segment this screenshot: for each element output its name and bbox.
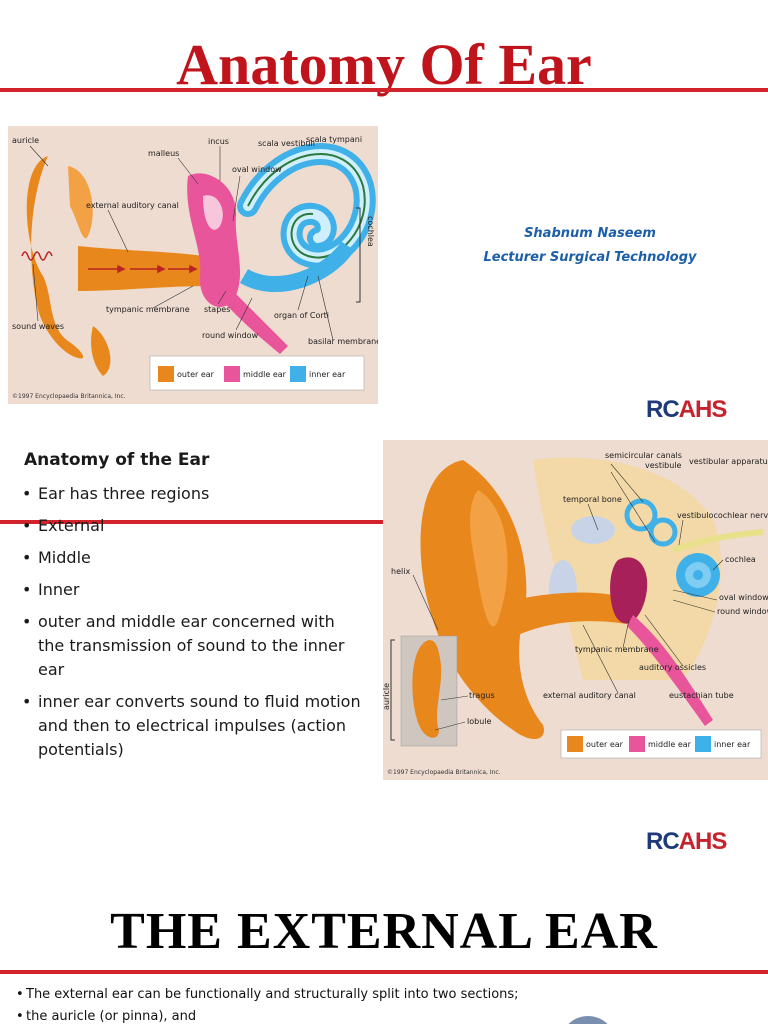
legend-swatch-outer <box>158 366 174 382</box>
slide-external-ear: THE EXTERNAL EAR The external ear can be… <box>0 860 768 1024</box>
legend-middle-ear: middle ear <box>243 370 287 379</box>
legend-swatch-inner <box>290 366 306 382</box>
ear-anatomy-illustration: semicircular canals vestibule vestibular… <box>383 451 768 776</box>
list-item: Inner <box>22 578 362 602</box>
figure-copyright: ©1997 Encyclopaedia Britannica, Inc. <box>12 393 126 400</box>
label-basilar-membrane: basilar membrane <box>308 337 378 346</box>
label-temporal-bone: temporal bone <box>563 495 622 504</box>
label-oval-window: oval window <box>719 593 768 602</box>
list-item: The external ear can be functionally and… <box>16 984 756 1006</box>
label-scala-vestibuli: scala vestibuli <box>258 139 315 148</box>
label-incus: incus <box>208 137 229 146</box>
label-eustachian-tube: eustachian tube <box>669 691 734 700</box>
legend-swatch-outer <box>567 736 583 752</box>
ear-cross-section-illustration: auricle malleus incus oval window scala … <box>12 135 378 400</box>
list-item: Middle <box>22 546 362 570</box>
label-oval-window: oval window <box>232 165 282 174</box>
legend-swatch-middle <box>224 366 240 382</box>
slide-title: Anatomy Of Ear <box>176 32 592 97</box>
slide-anatomy-of-ear: Anatomy Of Ear <box>0 0 768 420</box>
title-rule <box>0 970 768 974</box>
figure-copyright: ©1997 Encyclopaedia Britannica, Inc. <box>387 769 501 776</box>
legend-swatch-inner <box>695 736 711 752</box>
label-malleus: malleus <box>148 149 179 158</box>
legend-inner-ear: inner ear <box>714 740 751 749</box>
title-rule <box>0 88 768 92</box>
legend-box <box>149 355 365 391</box>
logo-ahs: AHS <box>678 828 728 855</box>
label-vestibulocochlear-nerve: vestibulocochlear nerve <box>677 511 768 520</box>
list-item: outer and middle ear concerned with the … <box>22 610 362 682</box>
ear-anatomy-figure: semicircular canals vestibule vestibular… <box>383 440 768 780</box>
label-round-window: round window <box>717 607 768 616</box>
label-scala-tympani: scala tympani <box>306 135 362 144</box>
list-item: Ear has three regions <box>22 482 362 506</box>
label-lobule: lobule <box>467 717 491 726</box>
label-cochlea: cochlea <box>725 555 756 564</box>
legend-middle-ear: middle ear <box>648 740 692 749</box>
list-item: External <box>22 514 362 538</box>
label-tragus: tragus <box>469 691 495 700</box>
label-organ-of-corti: organ of Corti <box>274 311 329 320</box>
label-vestibular-apparatus: vestibular apparatus <box>689 457 768 466</box>
label-auricle: auricle <box>12 136 39 145</box>
bullet-list: Ear has three regions External Middle In… <box>22 482 362 770</box>
legend-inner-ear: inner ear <box>309 370 346 379</box>
label-tympanic-membrane: tympanic membrane <box>106 305 190 314</box>
label-auricle: auricle <box>383 683 391 710</box>
label-sound-waves: sound waves <box>12 322 64 331</box>
logo-rc: RC <box>646 828 680 855</box>
list-item: the auricle (or pinna), and <box>16 1006 756 1024</box>
label-tympanic-membrane: tympanic membrane <box>575 645 659 654</box>
section-heading: Anatomy of the Ear <box>24 450 210 470</box>
label-external-auditory-canal: external auditory canal <box>543 691 636 700</box>
slide-title: THE EXTERNAL EAR <box>110 903 658 960</box>
bullet-list: The external ear can be functionally and… <box>16 984 756 1024</box>
rcahs-logo: RCAHS <box>646 396 728 420</box>
rcahs-logo: RCAHS <box>646 828 728 856</box>
label-auditory-ossicles: auditory ossicles <box>639 663 706 672</box>
logo-rc: RC <box>646 396 680 420</box>
legend-outer-ear: outer ear <box>177 370 215 379</box>
slide-anatomy-of-the-ear: Anatomy of the Ear Ear has three regions… <box>0 420 768 860</box>
label-helix: helix <box>391 567 410 576</box>
list-item: inner ear converts sound to fluid motion… <box>22 690 362 762</box>
label-cochlea: cochlea <box>366 216 375 247</box>
label-external-auditory-canal: external auditory canal <box>86 201 179 210</box>
logo-ahs: AHS <box>678 396 728 420</box>
legend-outer-ear: outer ear <box>586 740 624 749</box>
legend-box <box>560 729 762 759</box>
legend-swatch-middle <box>629 736 645 752</box>
label-vestibule: vestibule <box>645 461 682 470</box>
author-name: Shabnum Naseem <box>524 226 656 241</box>
decorative-circle <box>560 1016 616 1024</box>
label-round-window: round window <box>202 331 259 340</box>
ear-cross-section-figure: auricle malleus incus oval window scala … <box>8 126 378 404</box>
label-stapes: stapes <box>204 305 230 314</box>
author-role: Lecturer Surgical Technology <box>483 250 697 265</box>
label-semicircular-canals: semicircular canals <box>605 451 682 460</box>
